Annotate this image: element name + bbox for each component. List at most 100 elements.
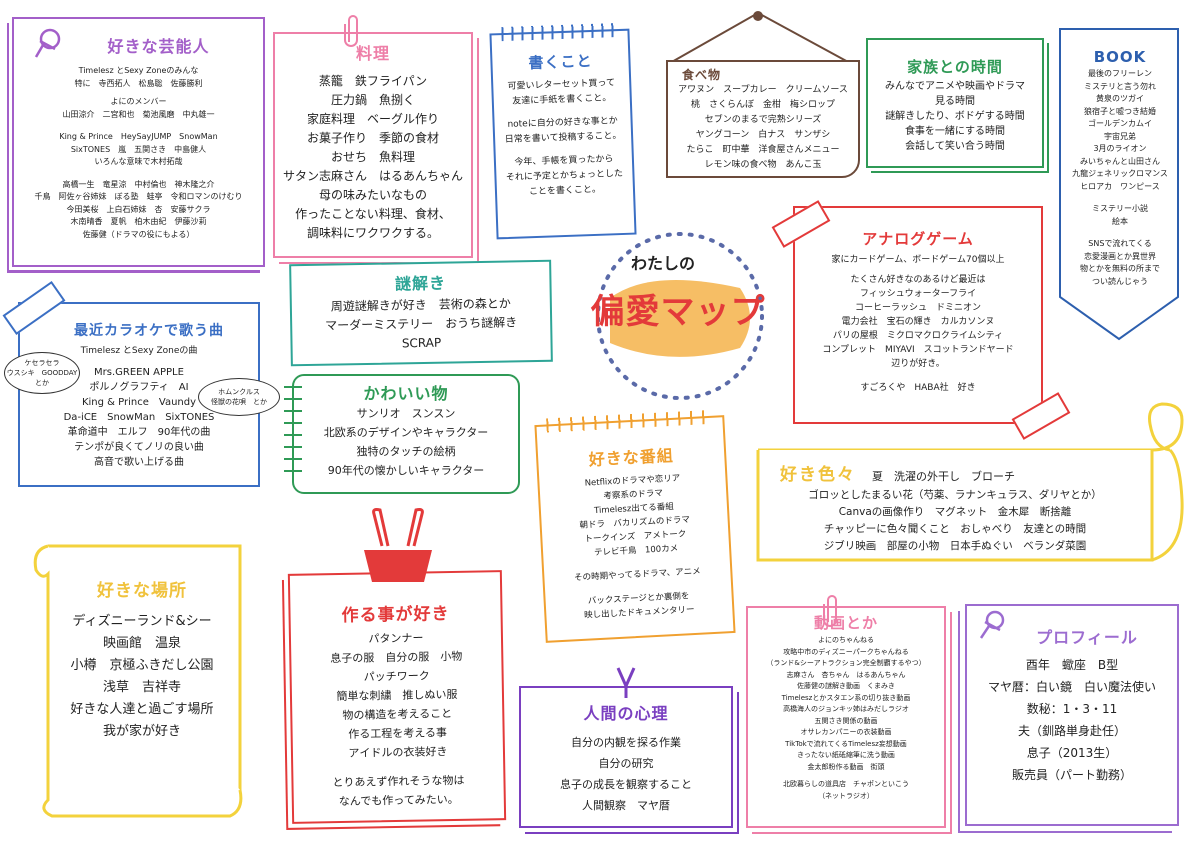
card-list: 可愛いレターセット買って 友達に手紙を書くこと。 noteに自分の好きな事とか … bbox=[493, 76, 633, 202]
bubble-line: とか bbox=[35, 379, 49, 387]
card-title: 人間の心理 bbox=[583, 704, 669, 723]
list-item: アワヌン スープカレー クリームソース bbox=[678, 85, 848, 95]
list-item: 酉年 蠍座 B型 bbox=[1025, 658, 1119, 672]
list-item bbox=[14, 169, 263, 179]
list-item: 息子（2013生） bbox=[1026, 746, 1118, 760]
list-item: コーヒーラッシュ ドミニオン bbox=[854, 303, 981, 313]
list-item: 高橋一生 竜星涼 中村倫也 神木隆之介 bbox=[62, 179, 215, 189]
list-item: 今田美桜 上白石姉妹 杏 安藤サクラ bbox=[66, 204, 211, 214]
list-item: 辺りが好き。 bbox=[891, 359, 945, 369]
card-food: 食べ物 アワヌン スープカレー クリームソース 桃 さくらんぼ 金柑 梅シロップ… bbox=[666, 60, 860, 178]
list-item: 高音で歌い上げる曲 bbox=[94, 457, 184, 468]
card-list: 酉年 蠍座 B型 マヤ暦：白い鏡 白い魔法使い 数秘：1・3・11 夫（釧路単身… bbox=[967, 654, 1177, 786]
card-book: BOOK 最後のフリーレン ミステリと言う勿れ 黄泉のツガイ 狼宿子と嘘つき結婚… bbox=[1062, 30, 1178, 310]
list-item: なんでも作ってみたい。 bbox=[338, 792, 459, 809]
list-item: 革命道中 エルフ 90年代の曲 bbox=[67, 427, 211, 438]
list-item: King & Prince HeySayJUMP SnowMan bbox=[59, 132, 218, 141]
list-item: サンリオ スンスン bbox=[356, 407, 456, 420]
card-list: Timelesz とSexy Zoneの曲 Mrs.GREEN APPLE ポル… bbox=[20, 344, 258, 470]
card-list: ディズニーランド&シー 映画館 温泉 小樽 京極ふきだし公園 浅草 吉祥寺 好き… bbox=[44, 611, 240, 743]
list-item: お菓子作り 季節の食材 bbox=[306, 131, 439, 145]
bubble-line: ホムンクルス bbox=[218, 388, 260, 396]
list-item: オサレカンパニーの衣装動画 bbox=[800, 728, 892, 736]
card-title: 最近カラオケで歌う曲 bbox=[74, 323, 224, 339]
paperclip-icon bbox=[344, 15, 358, 47]
card-making-things: 作る事が好き パタンナー 息子の服 自分の服 小物 パッチワーク 簡単な刺繍 推… bbox=[287, 570, 507, 824]
card-list: アワヌン スープカレー クリームソース 桃 さくらんぼ 金柑 梅シロップ セブン… bbox=[668, 83, 858, 173]
list-item: たらこ 町中華 洋食屋さんメニュー bbox=[686, 145, 840, 155]
list-item: Timeleszとかスタエン系の切り抜き動画 bbox=[781, 693, 911, 702]
card-cute-things: かわいい物 サンリオ スンスン 北欧系のデザインやキャラクター 独特のタッチの絵… bbox=[292, 374, 520, 494]
card-profile: プロフィール 酉年 蠍座 B型 マヤ暦：白い鏡 白い魔法使い 数秘：1・3・11… bbox=[965, 604, 1179, 826]
list-item: （ネットラジオ） bbox=[818, 791, 874, 800]
list-item: よにのちゃんねる bbox=[818, 636, 874, 644]
card-family-time: 家族との時間 みんなでアニメや映画やドラマ 見る時間 謎解きしたり、ボドゲする時… bbox=[866, 38, 1044, 168]
speech-bubble-right: ホムンクルス 怪獣の花唄 とか bbox=[198, 378, 280, 416]
list-item: 人間観察 マヤ暦 bbox=[582, 799, 670, 812]
card-puzzles: 謎解き 周遊謎解きが好き 芸術の森とか マーダーミステリー おうち謎解き SCR… bbox=[289, 259, 553, 367]
list-item: 好きな人達と過ごす場所 bbox=[70, 702, 214, 717]
list-item: いろんな意味で木村拓哉 bbox=[94, 157, 183, 166]
card-title: 作る事が好き bbox=[341, 604, 450, 626]
list-item bbox=[795, 371, 1041, 381]
list-item: TikTokで流れてくるTimelesz妄想動画 bbox=[785, 739, 907, 748]
hanging-sign-string bbox=[669, 11, 851, 64]
card-list: パタンナー 息子の服 自分の服 小物 パッチワーク 簡単な刺繍 推しぬい服 物の… bbox=[291, 627, 504, 812]
center-title-line1: わたしの bbox=[630, 254, 695, 273]
list-item: おせち 魚料理 bbox=[330, 150, 415, 164]
scroll-shape bbox=[756, 402, 1184, 562]
list-item: ヒロアカ ワンピース bbox=[1080, 181, 1160, 191]
card-human-psychology: 人間の心理 自分の内観を探る作業 自分の研究 息子の成長を観察すること 人間観察… bbox=[519, 686, 733, 828]
list-item: Da-iCE SnowMan SixTONES bbox=[63, 412, 215, 423]
card-title: 動画とか bbox=[813, 614, 878, 632]
list-item: 作ったことない料理、食材、 bbox=[295, 207, 451, 221]
list-item: 特に 寺西拓人 松島聡 佐藤勝利 bbox=[74, 78, 203, 88]
card-list: Timelesz とSexy Zoneのみんな 特に 寺西拓人 松島聡 佐藤勝利… bbox=[14, 65, 263, 241]
list-item: 90年代の懐かしいキャラクター bbox=[327, 464, 485, 477]
list-item: みんなでアニメや映画やドラマ bbox=[885, 81, 1025, 92]
list-item: 家にカードゲーム、ボードゲーム70個以上 bbox=[831, 255, 1005, 265]
center-circle bbox=[596, 232, 764, 400]
binder-clip-icon bbox=[364, 508, 432, 582]
list-item: きったない紙砥縮筆に洗う動画 bbox=[797, 751, 895, 759]
list-item: サタン志麻さん はるあんちゃん bbox=[282, 169, 463, 183]
list-item: 五関さき関係の動画 bbox=[814, 716, 878, 725]
list-item: 千鳥 阿佐ヶ谷姉妹 ぼる塾 蛙亭 令和ロマンのけむり bbox=[34, 192, 243, 201]
list-item: 山田涼介 二宮和也 菊池風磨 中丸雄一 bbox=[62, 109, 215, 119]
speech-bubble-left: ケセラセラ ウスシキ GOODDAY とか bbox=[4, 352, 80, 394]
bubble-line: ケセラセラ bbox=[24, 359, 60, 367]
bubble-line: 怪獣の花唄 とか bbox=[211, 398, 267, 406]
card-title: アナログゲーム bbox=[862, 230, 974, 248]
card-title: 家族との時間 bbox=[907, 58, 1003, 76]
card-favorite-celebrities: 好きな芸能人 Timelesz とSexy Zoneのみんな 特に 寺西拓人 松… bbox=[12, 17, 265, 267]
list-item: 恋愛漫画とか異世界 bbox=[1084, 251, 1156, 261]
list-item: セブンのまるで完熟シリーズ bbox=[704, 115, 822, 125]
list-item: 夏 洗濯の外干し ブローチ bbox=[872, 470, 1015, 483]
list-item: 食事を一緒にする時間 bbox=[904, 126, 1006, 137]
list-item: 蒸籠 鉄フライパン bbox=[318, 74, 428, 88]
list-item: 夫（釧路単身赴任） bbox=[1017, 724, 1126, 738]
card-list: ゴロッとしたまるい花（芍薬、ラナンキュラス、ダリヤとか） Canvaの画像作り … bbox=[760, 487, 1150, 555]
list-item: 九龍ジェネリックロマンス bbox=[1072, 169, 1168, 178]
card-analog-games: アナログゲーム 家にカードゲーム、ボードゲーム70個以上 たくさん好きなのあるけ… bbox=[793, 206, 1043, 424]
card-header-row: 好き色々 夏 洗濯の外干し ブローチ bbox=[780, 460, 1150, 485]
list-item: 宇宙兄弟 bbox=[1104, 131, 1136, 141]
list-item: 我が家が好き bbox=[102, 724, 181, 739]
list-item: チャッピーに色々聞くこと おしゃべり 友達との時間 bbox=[823, 523, 1087, 535]
card-various-likes: 好き色々 夏 洗濯の外干し ブローチ ゴロッとしたまるい花（芍薬、ラナンキュラス… bbox=[760, 454, 1150, 564]
list-item: ヤングコーン 白ナス サンザシ bbox=[695, 130, 831, 140]
card-title: プロフィール bbox=[1036, 628, 1138, 647]
card-writing: 書くこと 可愛いレターセット買って 友達に手紙を書くこと。 noteに自分の好き… bbox=[489, 23, 637, 240]
pushpin-icon bbox=[979, 610, 1005, 639]
card-list: 自分の内観を探る作業 自分の研究 息子の成長を観察すること 人間観察 マヤ暦 bbox=[521, 732, 731, 816]
list-item: King & Prince Vaundy bbox=[81, 397, 197, 408]
list-item: パリの屋根 ミクロマクロクライムシティ bbox=[832, 331, 1004, 341]
scroll-shape bbox=[33, 544, 243, 818]
list-item bbox=[1062, 193, 1178, 203]
list-item: 3月のライオン bbox=[1093, 144, 1147, 153]
list-item bbox=[14, 121, 263, 131]
list-item: 木南晴香 夏帆 柏木由紀 伊藤沙莉 bbox=[70, 217, 207, 226]
list-item: 圧力鍋 魚捌く bbox=[330, 93, 415, 107]
card-title: 書くこと bbox=[528, 51, 593, 73]
list-item: 調味料にワクワクする。 bbox=[306, 226, 439, 240]
